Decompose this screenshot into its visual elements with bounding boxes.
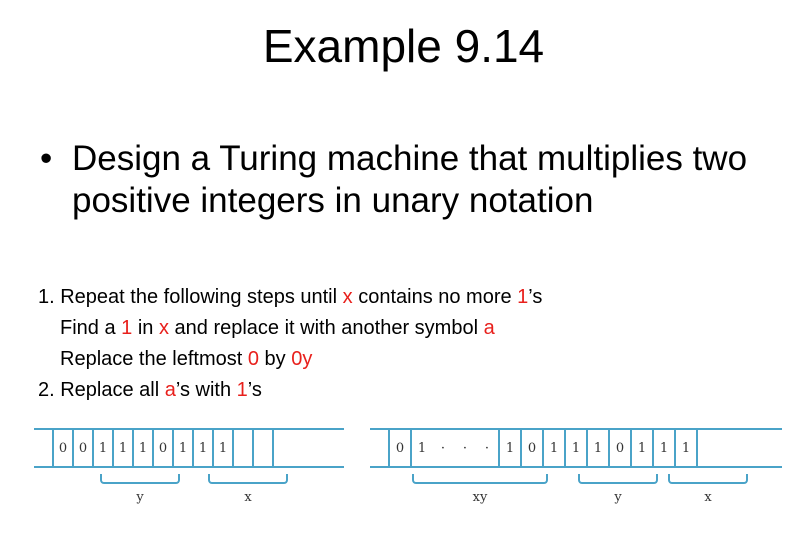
text: Find a: [60, 317, 122, 339]
tape-cell: 1: [564, 430, 586, 466]
tape-cell: ·: [484, 440, 490, 456]
symbol-a: a: [164, 379, 176, 401]
tape-cell: 1: [192, 430, 212, 466]
tape-cell: 1: [132, 430, 152, 466]
text: ’s: [528, 286, 543, 308]
tape-cell: 1: [542, 430, 564, 466]
step-1b: Replace the leftmost 0 by 0y: [38, 344, 778, 375]
symbol-a: a: [483, 317, 495, 339]
text: 1. Repeat the following steps until: [38, 286, 343, 308]
var-x: x: [158, 317, 169, 339]
tape-cell: 0: [520, 430, 542, 466]
bullet-dot: •: [40, 139, 53, 178]
brace-x: [208, 474, 288, 484]
tape-cell: 0: [608, 430, 630, 466]
tape-cell: 1: [92, 430, 112, 466]
symbol-1: 1: [517, 286, 529, 308]
tape-cell: [252, 430, 272, 466]
tape-cell: 1: [410, 430, 432, 466]
algorithm-steps: 1. Repeat the following steps until x co…: [38, 282, 778, 406]
tape-result: 0 1 · · · 1 0 1 1 1 0 1 1 1: [370, 428, 782, 468]
tape-initial: 0 0 1 1 1 0 1 1 1: [34, 428, 344, 468]
step-2: 2. Replace all a’s with 1’s: [38, 375, 778, 406]
tape-cell: 1: [498, 430, 520, 466]
tape-cell: 0: [52, 430, 72, 466]
symbol-1: 1: [121, 317, 133, 339]
label-y: y: [136, 490, 144, 505]
tape-cell: 0: [72, 430, 92, 466]
text: by: [259, 348, 292, 370]
bullet-text: Design a Turing machine that multiplies …: [72, 139, 748, 220]
text: in: [132, 317, 159, 339]
tape-cell: ·: [462, 440, 468, 456]
tape-cell: ·: [440, 440, 446, 456]
tape-cell: 1: [674, 430, 696, 466]
text: ’s: [247, 379, 262, 401]
symbol-0: 0: [247, 348, 259, 370]
symbol-0y: 0y: [291, 348, 313, 370]
tape-cell-end: [272, 430, 344, 466]
label-x: x: [244, 490, 252, 505]
text: 2. Replace all: [38, 379, 165, 401]
step-1a: Find a 1 in x and replace it with anothe…: [38, 313, 778, 344]
tape-cell: 1: [112, 430, 132, 466]
tape-cell: 1: [212, 430, 232, 466]
text: ’s with: [175, 379, 237, 401]
tape-cell: 0: [388, 430, 410, 466]
text: and replace it with another symbol: [168, 317, 484, 339]
tape-cell: 1: [652, 430, 674, 466]
text: contains no more: [352, 286, 518, 308]
brace-xy: [412, 474, 548, 484]
symbol-1: 1: [236, 379, 248, 401]
label-x2: x: [704, 490, 712, 505]
brace-y2: [578, 474, 658, 484]
tape-cell-end: [696, 430, 782, 466]
slide-title: Example 9.14: [262, 20, 545, 72]
brace-x2: [668, 474, 748, 484]
tape-cell: 1: [586, 430, 608, 466]
tape-cell: [232, 430, 252, 466]
tape-cell: 0: [152, 430, 172, 466]
tape-cell: 1: [172, 430, 192, 466]
label-xy: xy: [472, 490, 488, 505]
tape-cell: 1: [630, 430, 652, 466]
label-y2: y: [614, 490, 622, 505]
step-1: 1. Repeat the following steps until x co…: [38, 282, 778, 313]
brace-y: [100, 474, 180, 484]
var-x: x: [342, 286, 353, 308]
text: Replace the leftmost: [60, 348, 248, 370]
